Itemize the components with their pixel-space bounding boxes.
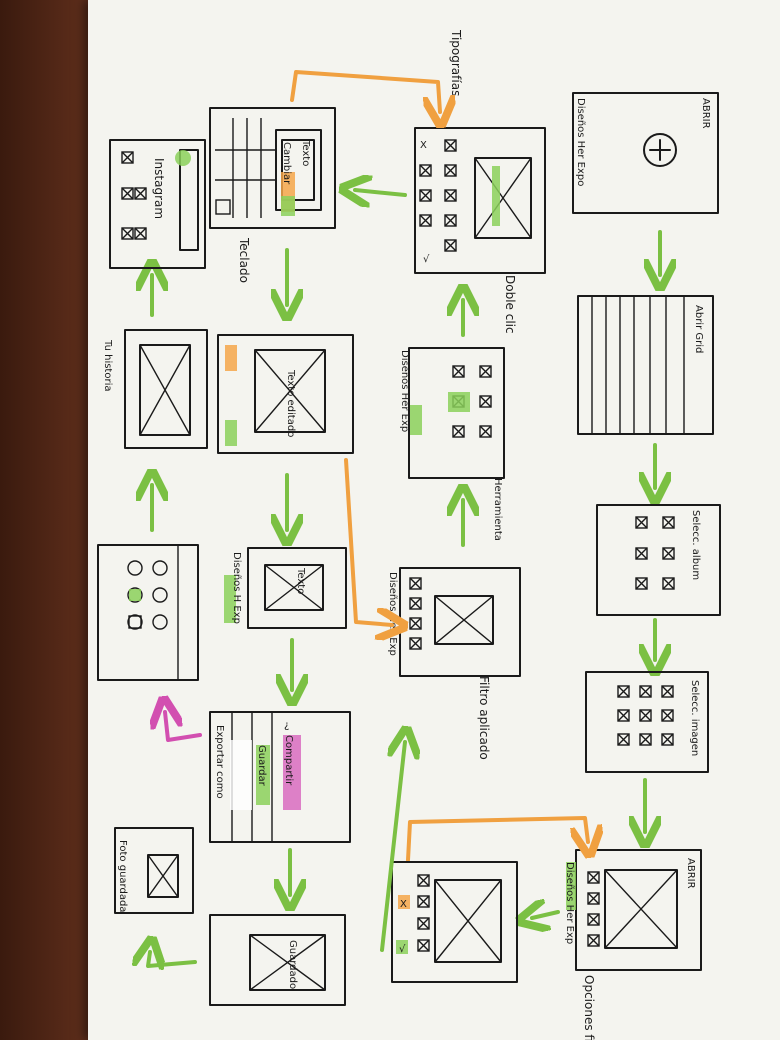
x-mark-1: X [400, 899, 407, 910]
arrow-orange-middle [344, 458, 392, 625]
label-teclado: Teclado [237, 237, 251, 283]
screen-foto-guardada [114, 827, 194, 914]
arrow-left-tipo [355, 190, 407, 195]
screen-tipografias [414, 127, 546, 274]
screen-instagram [109, 139, 206, 269]
arrow-left-filter [532, 912, 560, 918]
label-guardar: Guardar [256, 745, 267, 787]
label-herramientas: Herramienta [492, 478, 503, 541]
screen-compartir-menu [209, 711, 351, 843]
label-selec-album: Selecc. album [690, 510, 701, 580]
arrow-left-guardado [148, 952, 197, 966]
label-cambiar: Cambiar [281, 142, 292, 185]
screen-herramientas [408, 347, 505, 479]
arrow-pink [165, 712, 202, 742]
screen-selec-imagen [585, 671, 709, 773]
screen-filtro-aplicado [391, 861, 518, 983]
arrow-up-long [380, 742, 405, 952]
x-mark-2: X [420, 140, 427, 151]
arrow-orange-top [290, 70, 440, 112]
screen-abrir-grid [577, 295, 714, 435]
label-doble-clic: Doble clic [503, 275, 517, 334]
screen-share-apps [97, 544, 199, 681]
screen-texto-editado [217, 334, 354, 454]
label-foto-guardada: Foto guardada [117, 840, 128, 912]
label-abrir-2: ABRIR [685, 858, 696, 889]
label-tipografias: Tipografías [449, 29, 463, 96]
screen-abrir [572, 92, 719, 214]
label-disenos-h-exp: Diseños H Exp [231, 552, 242, 624]
screen-tu-historia [124, 329, 208, 449]
label-guardado: Guardado [287, 940, 298, 989]
label-disenos-her-expo: Diseños Her Expo [575, 98, 586, 186]
label-abrir-grid: Abrir Grid [693, 305, 704, 353]
label-filtro-aplicado: Filtro aplicado [477, 676, 491, 760]
label-disenos-her-exp: Diseños Her Exp [564, 862, 575, 944]
label-selec-imagen: Selecc. imagen [689, 680, 700, 756]
label-texto: Texto [300, 139, 311, 166]
screen-texto-teclado [209, 107, 336, 229]
arrow-orange-filter [406, 816, 588, 862]
label-disenos-her-exp-2: Diseños Her Exp [399, 350, 410, 432]
label-instagram: Instagram [152, 158, 166, 219]
paper-sheet [88, 0, 780, 1040]
check-mark-2: √ [423, 254, 430, 265]
label-tu-historia: Tu historia [102, 339, 113, 392]
label-compartir: Compartir [283, 735, 294, 786]
screen-abrir-filtro [566, 849, 702, 971]
check-mark-1: √ [399, 944, 406, 955]
screen-filtro-aplicado-2 [399, 567, 521, 677]
screen-texto-small [224, 547, 347, 629]
question-mark: ¿ [284, 720, 289, 731]
label-abrir: ABRIR [700, 98, 711, 129]
label-texto-small: Texto [295, 567, 306, 594]
label-exportar-como: Exportar como [214, 725, 225, 799]
screen-selec-album [596, 504, 721, 616]
screen-guardado [209, 914, 346, 1006]
label-texto-editado: Texto editado [285, 369, 296, 437]
label-disenos-hex-exp: Diseños Hex Exp [387, 572, 398, 656]
label-opciones-filtro: Opciones filtro [582, 975, 596, 1040]
